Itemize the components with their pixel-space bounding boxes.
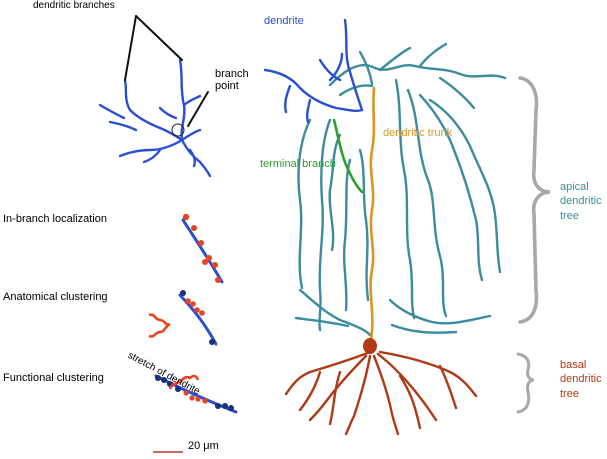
label-dendritic-branches: dendritic branches	[33, 0, 115, 11]
functional-brace	[168, 374, 200, 390]
basal-tree	[284, 350, 478, 436]
label-terminal-branch: terminal branch	[260, 158, 336, 170]
annotation-arrows	[124, 15, 209, 127]
label-dendrite: dendrite	[264, 15, 304, 27]
stretch-brace	[148, 313, 171, 338]
label-functional: Functional clustering	[3, 372, 104, 384]
anatomical-dendrite	[148, 290, 218, 346]
label-scale: 20 μm	[188, 440, 219, 452]
branch-point-circle	[171, 123, 185, 137]
apical-brace	[518, 76, 551, 324]
label-in-branch: In-branch localization	[3, 213, 107, 225]
apical-tree	[294, 42, 507, 337]
label-apical-tree: apical dendritic tree	[560, 181, 602, 222]
blue-dendrite	[263, 18, 364, 124]
terminal-branch	[332, 118, 364, 194]
branch-sketch	[98, 58, 212, 178]
label-anatomical: Anatomical clustering	[3, 291, 108, 303]
basal-brace	[516, 352, 535, 414]
label-branch-point: branch point	[215, 68, 249, 93]
label-dendritic-trunk: dendritic trunk	[383, 127, 453, 139]
functional-dendrite	[154, 374, 238, 414]
label-basal-tree: basal dendritic tree	[560, 359, 602, 400]
soma	[363, 338, 377, 354]
dendritic-trunk	[369, 86, 376, 344]
in-branch-dendrite	[181, 213, 224, 284]
